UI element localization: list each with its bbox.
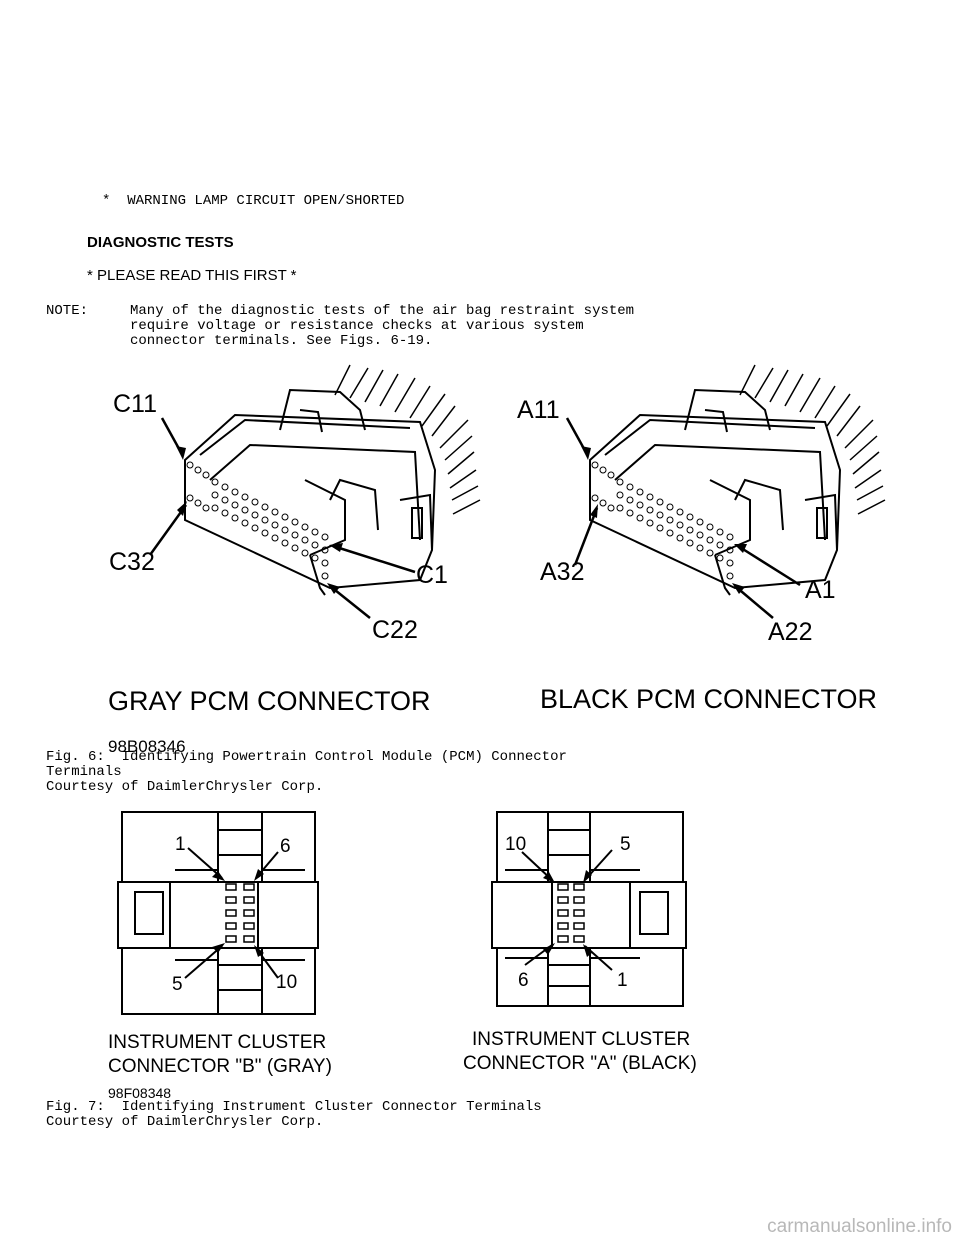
note-label: NOTE: xyxy=(46,303,89,319)
section-title: DIAGNOSTIC TESTS xyxy=(87,234,234,251)
caption-line: Fig. 7: Identifying Instrument Cluster C… xyxy=(46,1099,542,1115)
leader-arrow-a22 xyxy=(734,585,774,619)
connector-a-label-6: 6 xyxy=(518,970,529,991)
connector-a-title-line: CONNECTOR "A" (BLACK) xyxy=(463,1053,697,1074)
caption-line: Fig. 6: Identifying Powertrain Control M… xyxy=(46,749,567,765)
connector-b-label-10: 10 xyxy=(276,972,297,993)
gray-pcm-connector-title: GRAY PCM CONNECTOR xyxy=(108,686,431,716)
connector-a-title-line: INSTRUMENT CLUSTER xyxy=(472,1029,690,1050)
connector-a-label-10: 10 xyxy=(505,834,526,855)
label-c32: C32 xyxy=(109,548,155,576)
connector-b-title-line: CONNECTOR "B" (GRAY) xyxy=(108,1056,332,1077)
fig6-figure-id: 98B08346 xyxy=(108,737,186,756)
leader-arrow-c1 xyxy=(332,544,416,574)
caption-line: Courtesy of DaimlerChrysler Corp. xyxy=(46,779,324,795)
connector-b-label-6: 6 xyxy=(280,836,291,857)
connector-b-title-line: INSTRUMENT CLUSTER xyxy=(108,1032,326,1053)
warning-line: * WARNING LAMP CIRCUIT OPEN/SHORTED xyxy=(102,193,405,209)
label-c11: C11 xyxy=(113,390,157,418)
leader-arrow-a32 xyxy=(573,507,599,566)
label-c1: C1 xyxy=(416,561,448,589)
black-pcm-connector-drawing xyxy=(565,364,886,619)
note-line: Many of the diagnostic tests of the air … xyxy=(130,303,635,319)
label-a32: A32 xyxy=(540,558,584,586)
connector-a-label-5: 5 xyxy=(620,834,631,855)
connector-b-label-5: 5 xyxy=(172,974,183,995)
watermark: carmanualsonline.info xyxy=(767,1216,952,1237)
label-a22: A22 xyxy=(768,618,812,646)
label-c22: C22 xyxy=(372,616,418,644)
fig7-figure-id: 98F08348 xyxy=(108,1085,171,1101)
label-a1: A1 xyxy=(805,576,836,604)
caption-line: Terminals xyxy=(46,764,122,780)
fig6-diagram: C11 C32 C1 C22 GRAY PCM CONNECTOR xyxy=(108,364,886,756)
fig7-diagram: 1 6 5 10 INSTRUMENT CLUSTER CONNECTOR "B… xyxy=(108,811,697,1101)
read-first-notice: * PLEASE READ THIS FIRST * xyxy=(87,267,297,284)
note-line: connector terminals. See Figs. 6-19. xyxy=(130,333,433,349)
leader-arrow-c32 xyxy=(148,504,188,556)
caption-line: Courtesy of DaimlerChrysler Corp. xyxy=(46,1114,324,1130)
label-a11: A11 xyxy=(517,396,560,424)
gray-pcm-connector-drawing xyxy=(148,364,481,619)
connector-b-label-1: 1 xyxy=(175,834,186,855)
note-line: require voltage or resistance checks at … xyxy=(130,318,584,334)
leader-arrow-c22 xyxy=(329,585,371,619)
leader-arrow-a1 xyxy=(737,544,801,587)
connector-a-label-1: 1 xyxy=(617,970,628,991)
black-pcm-connector-title: BLACK PCM CONNECTOR xyxy=(540,684,877,714)
instrument-cluster-connector-b-drawing xyxy=(117,811,319,1015)
